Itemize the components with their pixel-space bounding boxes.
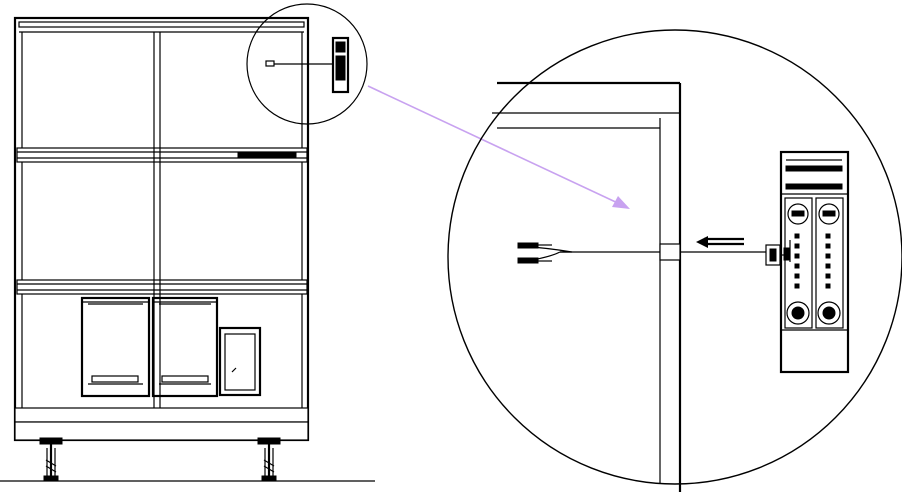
cabinet-shelf-2 [16,279,308,295]
callout-arrow [367,85,630,209]
insertion-direction-arrow [696,236,744,248]
control-module [779,150,850,374]
detail-view-circle [447,29,902,485]
detail-marker-circle [246,3,368,125]
wire-lead-lower [517,257,552,264]
drawer-1 [80,296,151,398]
cabinet-foot-left [39,437,63,481]
shelf-display-strip [237,151,297,158]
drawer-3 [218,326,262,397]
control-panel-left [784,197,813,329]
cabinet-base [14,407,309,441]
control-panel-right [815,197,844,329]
drawer-2 [151,296,219,398]
wire-lead-upper [517,242,552,249]
cabinet-foot-right [257,437,281,481]
connector-plug [765,244,790,266]
detail-frame-corner [492,81,682,492]
wire-harness [519,243,768,263]
cabinet-divider [153,32,161,408]
module-terminal-block [783,240,791,262]
cabinet-shelf-1 [16,147,308,163]
